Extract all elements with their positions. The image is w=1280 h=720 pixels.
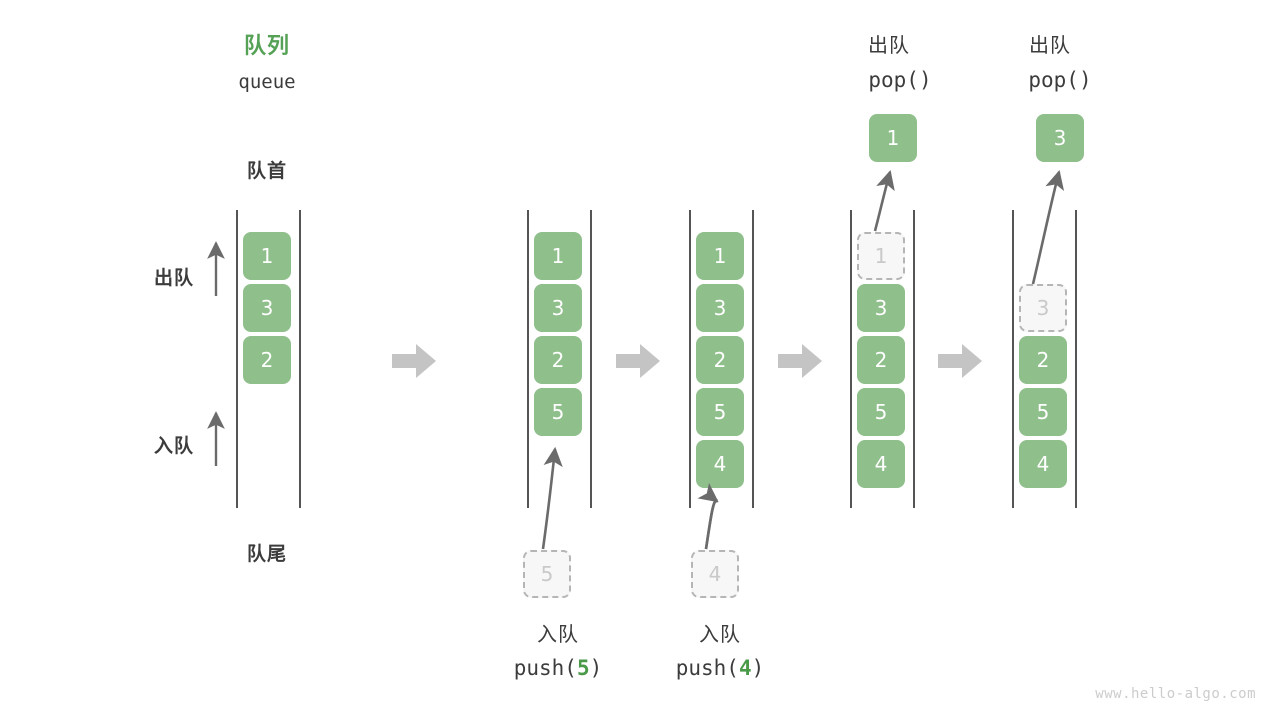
step-arrow-icon <box>778 341 822 381</box>
queue-cell: 2 <box>857 336 905 384</box>
pop-3-op-code: pop() <box>1028 67 1091 93</box>
rail-left-panel-3 <box>689 210 691 508</box>
rail-left-panel-4 <box>850 210 852 508</box>
queue-cell: 2 <box>1019 336 1067 384</box>
pop-1-op-cn: 出队 <box>868 33 910 57</box>
push-4-flow-arrow <box>697 483 719 550</box>
queue-cell: 5 <box>696 388 744 436</box>
queue-cell: 5 <box>857 388 905 436</box>
step-arrow-icon <box>938 341 982 381</box>
pop-1-code-prefix: pop( <box>868 68 919 92</box>
incoming-value-ghost: 4 <box>691 550 739 598</box>
pop-3-code-prefix: pop( <box>1028 68 1079 92</box>
rail-right-panel-5 <box>1075 210 1077 508</box>
push-4-op-cn: 入队 <box>699 622 741 646</box>
site-watermark: www.hello-algo.com <box>1095 686 1256 702</box>
pop-1-op-code: pop() <box>868 67 931 93</box>
push-4-code-arg: 4 <box>738 656 752 680</box>
pop-3-code-suffix: ) <box>1078 68 1092 92</box>
rail-right-panel-4 <box>913 210 915 508</box>
step-arrow-icon <box>392 341 436 381</box>
outgoing-value-ghost: 3 <box>1019 284 1067 332</box>
pop-result-cell: 1 <box>869 114 917 162</box>
queue-cell: 2 <box>243 336 291 384</box>
outgoing-value-ghost: 1 <box>857 232 905 280</box>
queue-cell: 3 <box>243 284 291 332</box>
push-5-code-suffix: ) <box>589 656 603 680</box>
pop-result-cell: 3 <box>1036 114 1084 162</box>
dequeue-direction-label: 出队 <box>153 267 195 289</box>
pop-1-flow-arrow <box>873 169 895 232</box>
push-5-flow-arrow <box>541 446 563 550</box>
push-4-op-code: push(4) <box>676 655 765 681</box>
queue-cell: 5 <box>1019 388 1067 436</box>
pop-3-op-cn: 出队 <box>1029 33 1071 57</box>
rail-left-panel-2 <box>527 210 529 508</box>
queue-cell: 4 <box>1019 440 1067 488</box>
push-5-op-code: push(5) <box>514 655 603 681</box>
pop-1-code-suffix: ) <box>918 68 932 92</box>
diagram-title-en: queue <box>238 71 296 93</box>
push-4-code-suffix: ) <box>751 656 765 680</box>
queue-cell: 5 <box>534 388 582 436</box>
diagram-title-cn: 队列 <box>243 34 291 59</box>
queue-cell: 1 <box>243 232 291 280</box>
pop-3-flow-arrow <box>1031 169 1065 285</box>
rail-right-panel-3 <box>752 210 754 508</box>
rail-left-panel-5 <box>1012 210 1014 508</box>
push-5-code-arg: 5 <box>576 656 590 680</box>
queue-cell: 2 <box>534 336 582 384</box>
queue-cell: 2 <box>696 336 744 384</box>
queue-cell: 1 <box>696 232 744 280</box>
queue-head-label: 队首 <box>246 160 288 182</box>
rail-right-panel-1 <box>299 210 301 508</box>
enqueue-direction-label: 入队 <box>153 435 195 457</box>
queue-tail-label: 队尾 <box>246 543 288 565</box>
queue-cell: 1 <box>534 232 582 280</box>
push-4-code-prefix: push( <box>675 656 739 680</box>
rail-left-panel-1 <box>236 210 238 508</box>
step-arrow-icon <box>616 341 660 381</box>
push-5-op-cn: 入队 <box>537 622 579 646</box>
rail-right-panel-2 <box>590 210 592 508</box>
queue-cell: 4 <box>696 440 744 488</box>
queue-cell: 3 <box>857 284 905 332</box>
push-5-code-prefix: push( <box>513 656 577 680</box>
queue-cell: 3 <box>534 284 582 332</box>
queue-cell: 4 <box>857 440 905 488</box>
incoming-value-ghost: 5 <box>523 550 571 598</box>
queue-cell: 3 <box>696 284 744 332</box>
